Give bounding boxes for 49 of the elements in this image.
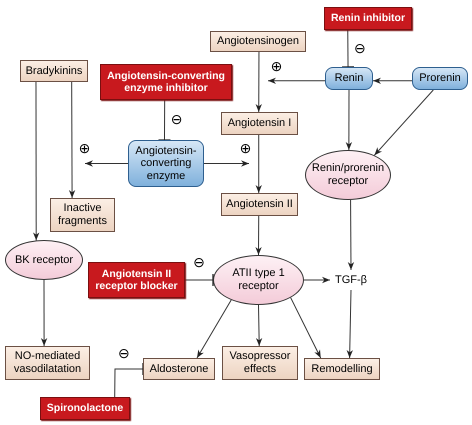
drug-box: Renin inhibitor: [324, 7, 412, 30]
arrow: [304, 276, 330, 284]
arrow: [372, 78, 412, 84]
arrow: [256, 134, 262, 194]
drug-box: Spironolactone: [40, 397, 130, 420]
enzyme-box: Angiotensin-converting enzyme: [128, 140, 204, 187]
arrow: [68, 82, 76, 198]
drug-box: Angiotensin II receptor blocker: [88, 262, 185, 298]
substance-box: Aldosterone: [143, 358, 215, 380]
enzyme-box: Prorenin: [412, 67, 468, 90]
enzyme-box: Renin: [325, 67, 373, 90]
receptor-ellipse: Renin/prorenin receptor: [305, 150, 391, 200]
edge-label: ⊖: [170, 113, 182, 127]
inhibition-line: [184, 273, 214, 287]
receptor-ellipse: BK receptor: [5, 240, 83, 280]
inhibition-line: [158, 100, 172, 141]
substance-box: Angiotensinogen: [210, 31, 306, 52]
substance-box: Remodelling: [304, 358, 380, 380]
edge-label: ⊕: [270, 60, 282, 74]
substance-box: Angiotensin I: [221, 112, 298, 135]
arrow: [33, 82, 40, 241]
node-text: TGF-β: [330, 270, 372, 290]
edge-label: ⊕: [240, 142, 252, 156]
substance-box: Angiotensin II: [221, 193, 298, 216]
edge-label: ⊖: [118, 347, 130, 361]
arrow: [374, 90, 434, 156]
edge-label: ⊖: [193, 256, 205, 270]
arrow: [268, 78, 326, 84]
arrow: [196, 300, 232, 358]
substance-box: Bradykinins: [20, 60, 88, 82]
arrow: [346, 290, 353, 358]
arrow: [346, 90, 352, 150]
drug-box: Angiotensin-converting enzyme inhibitor: [100, 64, 232, 100]
arrow: [204, 160, 250, 167]
edge-label: ⊖: [354, 42, 366, 56]
substance-box: Inactive fragments: [50, 198, 115, 232]
substance-box: Vasopressor effects: [222, 346, 298, 380]
receptor-ellipse: ATII type 1 receptor: [213, 255, 304, 305]
arrow: [290, 297, 322, 358]
inhibition-line: [114, 362, 144, 398]
arrow: [348, 199, 354, 270]
edge-label: ⊕: [78, 142, 90, 156]
substance-box: NO-mediated vasodilatation: [5, 346, 90, 380]
arrow: [255, 216, 262, 256]
arrow: [84, 160, 128, 167]
arrow: [40, 280, 48, 346]
arrow: [256, 52, 262, 112]
arrow: [256, 304, 262, 346]
inhibition-line: [341, 30, 355, 68]
